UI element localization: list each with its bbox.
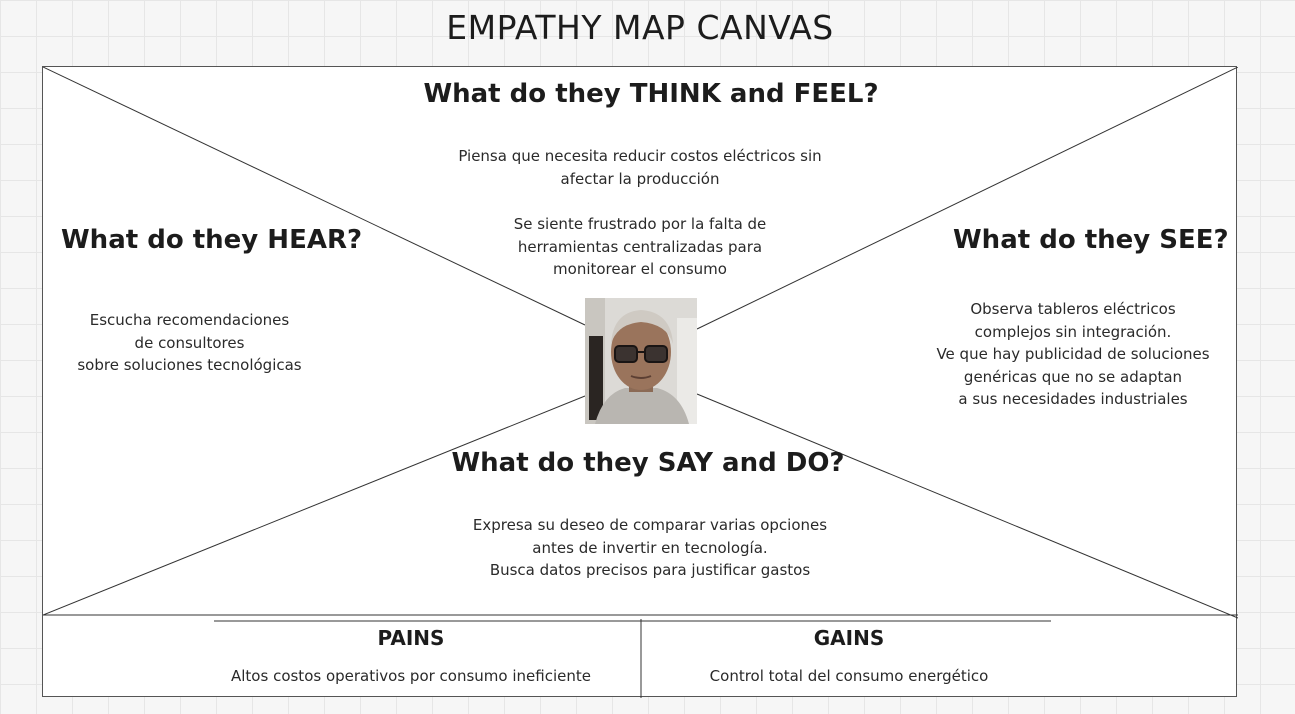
hear-text: Escucha recomendaciones de consultores s… bbox=[72, 309, 307, 377]
empathy-map-board: What do they THINK and FEEL? Piensa que … bbox=[42, 66, 1238, 698]
see-text: Observa tableros eléctricos complejos si… bbox=[923, 298, 1223, 411]
pains-title: PAINS bbox=[377, 626, 445, 650]
see-line: Ve que hay publicidad de soluciones bbox=[936, 345, 1210, 363]
say-do-line: Busca datos precisos para justificar gas… bbox=[489, 561, 811, 579]
see-line: Observa tableros eléctricos bbox=[970, 300, 1176, 318]
think-feel-line: afectar la producción bbox=[560, 169, 720, 188]
quadrant-divider-lines bbox=[43, 67, 1238, 698]
say-do-line: antes de invertir en tecnología. bbox=[532, 538, 768, 557]
think-feel-line: Piensa que necesita reducir costos eléct… bbox=[458, 147, 822, 165]
persona-photo bbox=[585, 298, 697, 424]
see-line: genéricas que no se adaptan bbox=[963, 367, 1183, 386]
canvas-title: EMPATHY MAP CANVAS bbox=[446, 8, 834, 47]
pains-text: Altos costos operativos por consumo inef… bbox=[231, 667, 591, 685]
hear-heading: What do they HEAR? bbox=[61, 225, 363, 255]
say-do-text: Expresa su deseo de comparar varias opci… bbox=[440, 514, 860, 582]
see-line: complejos sin integración. bbox=[974, 322, 1172, 341]
think-feel-line: herramientas centralizadas para bbox=[517, 237, 763, 256]
hear-line: Escucha recomendaciones bbox=[89, 311, 290, 329]
think-feel-line: monitorear el consumo bbox=[553, 260, 727, 278]
think-feel-heading: What do they THINK and FEEL? bbox=[423, 79, 879, 109]
hear-line: de consultores bbox=[134, 333, 245, 352]
persona-photo-icon bbox=[585, 298, 697, 424]
say-do-line: Expresa su deseo de comparar varias opci… bbox=[472, 516, 828, 534]
think-feel-text: Piensa que necesita reducir costos eléct… bbox=[440, 145, 840, 281]
see-heading: What do they SEE? bbox=[953, 225, 1229, 255]
see-line: a sus necesidades industriales bbox=[958, 390, 1188, 408]
think-feel-line: Se siente frustrado por la falta de bbox=[513, 215, 767, 233]
gains-title: GAINS bbox=[813, 626, 885, 650]
gains-text: Control total del consumo energético bbox=[709, 667, 989, 685]
say-do-heading: What do they SAY and DO? bbox=[451, 448, 845, 478]
hear-line: sobre soluciones tecnológicas bbox=[77, 356, 302, 374]
